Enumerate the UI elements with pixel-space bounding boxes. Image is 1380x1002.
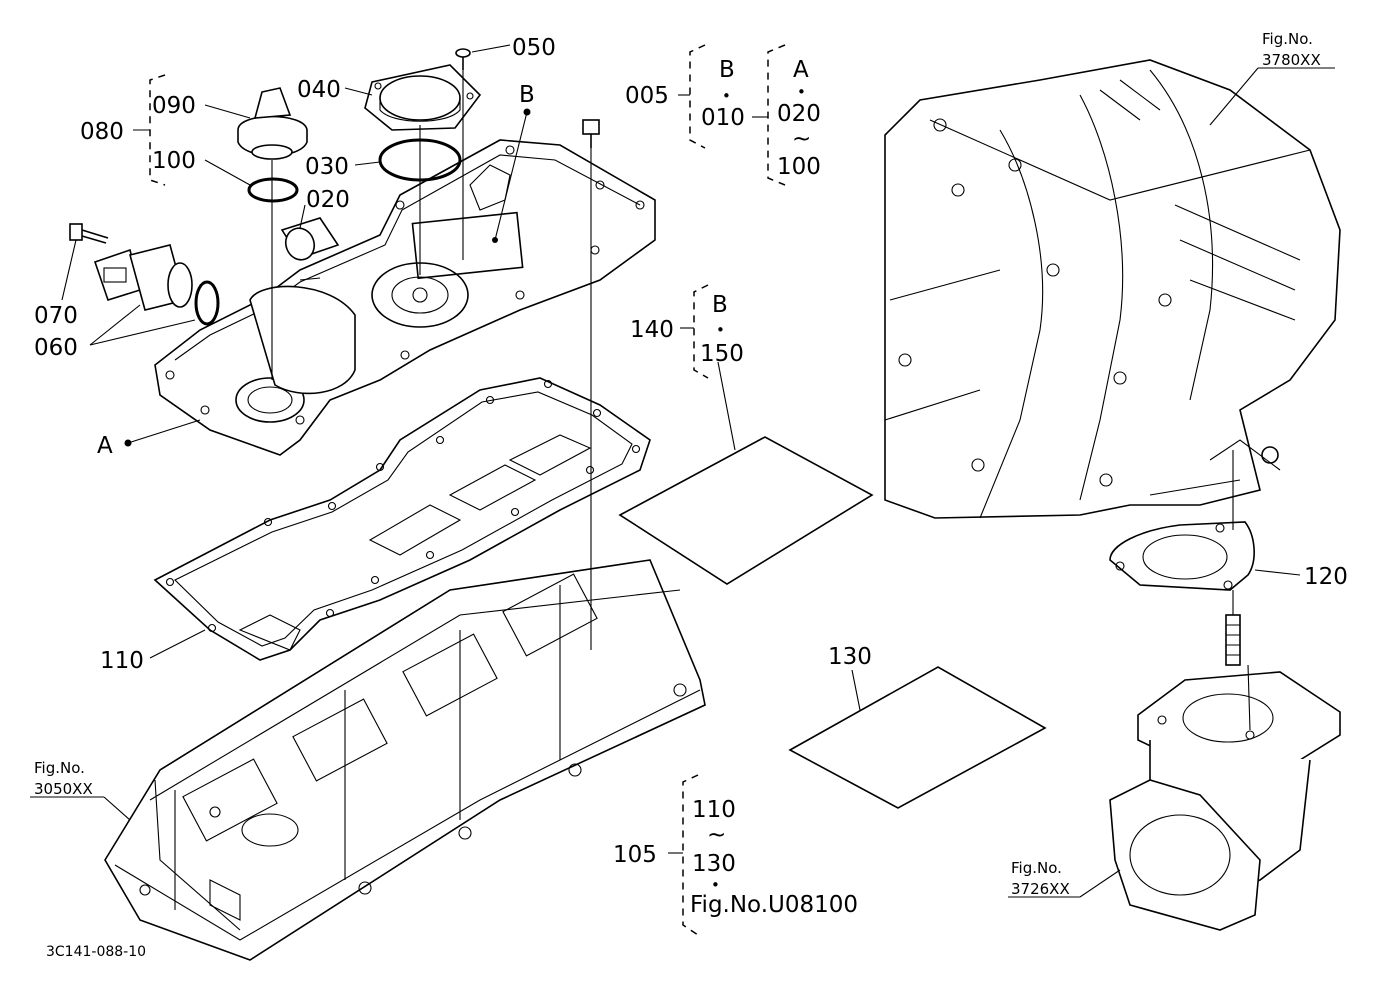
sensor-060-drawing: [93, 244, 193, 311]
fig-3726-line2: 3726XX: [1011, 880, 1070, 898]
o-ring-060-drawing: [194, 280, 220, 326]
label-sheet-150-drawing: [618, 436, 874, 585]
label-080: 080: [80, 119, 124, 145]
label-005: 005: [625, 83, 669, 109]
label-100: 100: [152, 148, 196, 174]
label-010: 010: [701, 105, 745, 131]
label-120: 120: [1304, 564, 1348, 590]
o-ring-100-drawing: [247, 177, 299, 203]
label-sheet-130-drawing: [788, 666, 1047, 809]
label-110: 110: [100, 648, 144, 674]
cap-090-drawing: [237, 87, 308, 160]
fig-3780-line2: 3780XX: [1262, 51, 1321, 69]
label-range-020: 020: [777, 101, 821, 127]
exhaust-gasket-120-drawing: [1109, 521, 1255, 591]
head-cover-drawing: [154, 139, 656, 456]
screw-050-drawing: [455, 48, 471, 70]
label-150: 150: [700, 341, 744, 367]
label-060: 060: [34, 335, 78, 361]
label-range-130: 130: [692, 851, 736, 877]
fig-3050-line2: 3050XX: [34, 780, 93, 798]
label-010-ref-a: A: [793, 57, 809, 83]
label-020: 020: [306, 187, 350, 213]
label-130: 130: [828, 644, 872, 670]
label-140: 140: [630, 317, 674, 343]
label-090: 090: [152, 93, 196, 119]
label-range-tilde-2: ~: [707, 822, 726, 848]
label-fig-u08100: Fig.No.U08100: [690, 892, 858, 918]
label-050: 050: [512, 35, 556, 61]
turbocharger-assembly-drawing: [884, 59, 1341, 519]
label-140-ref-b: B: [712, 292, 728, 318]
label-010-dot: •: [797, 83, 806, 101]
part-labels: 050 040 030 020 090 100 080 070 060 A B …: [34, 30, 1348, 960]
footer-code: 3C141-088-10: [46, 944, 146, 960]
label-105-dot: •: [711, 876, 720, 894]
exhaust-elbow-drawing: [1109, 671, 1341, 931]
label-ref-a: A: [97, 433, 113, 459]
label-range-tilde: ~: [792, 126, 811, 152]
pipe-020-drawing: [280, 217, 340, 261]
label-range-100: 100: [777, 154, 821, 180]
stud-120-drawing: [1225, 614, 1241, 666]
label-070: 070: [34, 303, 78, 329]
label-005-ref-b: B: [719, 57, 735, 83]
cylinder-head-drawing: [104, 559, 706, 961]
label-105: 105: [613, 842, 657, 868]
fig-3780-line1: Fig.No.: [1262, 30, 1313, 48]
fig-3050-line1: Fig.No.: [34, 759, 85, 777]
brackets: [133, 44, 786, 936]
label-range-110: 110: [692, 797, 736, 823]
label-ref-b: B: [519, 82, 535, 108]
label-040: 040: [297, 77, 341, 103]
fig-3726-line1: Fig.No.: [1011, 859, 1062, 877]
cover-plate-040-drawing: [364, 64, 482, 131]
leader-lines: [30, 44, 1335, 898]
label-005-dot: •: [722, 87, 731, 105]
stud-bolt-drawing: [582, 119, 600, 148]
label-140-dot: •: [716, 321, 725, 339]
label-030: 030: [305, 154, 349, 180]
head-cover-gasket-drawing: [153, 377, 651, 661]
